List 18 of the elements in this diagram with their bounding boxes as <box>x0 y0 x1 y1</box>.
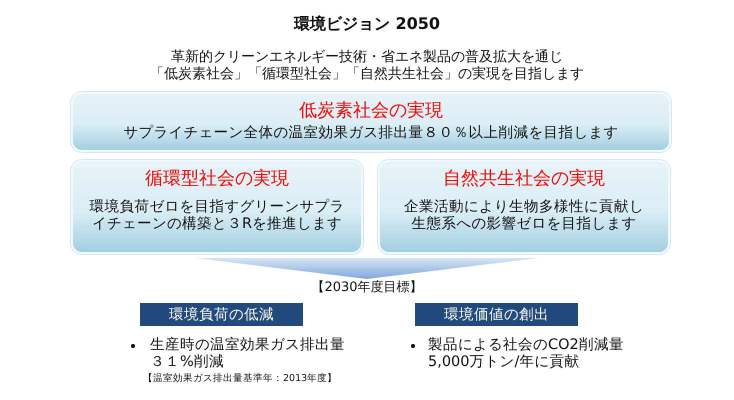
bullet-text: 生産時の温室効果ガス排出量３１%削減 <box>150 337 346 371</box>
section-heading: 【2030年度目標】 <box>311 279 423 296</box>
card-text: 環境負荷ゼロを目指すグリーンサプライチェーンの構築と３Rを推進します <box>88 199 346 233</box>
arrow <box>195 258 539 279</box>
vision-card <box>378 160 670 254</box>
card-text: 企業活動により生物多様性に貢献し生態系への影響ゼロを目指します <box>403 199 645 233</box>
title: 環境ビジョン 2050 <box>294 14 440 34</box>
bullet-text: 製品による社会のCO2削減量5,000万トン/年に貢献 <box>428 337 625 371</box>
subtitle: 革新的クリーンエネルギー技術・省エネ製品の普及拡大を通じ「低炭素社会」「循環型社会」「自然共生社会」の実現を目指します <box>149 49 585 83</box>
target-banner: 環境価値の創出 <box>415 303 578 326</box>
card-heading: 循環型社会の実現 <box>145 167 289 190</box>
card-heading: 自然共生社会の実現 <box>443 167 605 190</box>
card-text: サプライチェーン全体の温室効果ガス排出量８０％以上削減を目指します <box>124 125 618 142</box>
vision-card <box>71 160 363 254</box>
footnote: 【温室効果ガス排出量基準年：2013年度】 <box>143 373 338 385</box>
target-banner: 環境負荷の低減 <box>140 303 303 326</box>
card-heading: 低炭素社会の実現 <box>299 99 443 122</box>
vision-card <box>71 92 671 152</box>
